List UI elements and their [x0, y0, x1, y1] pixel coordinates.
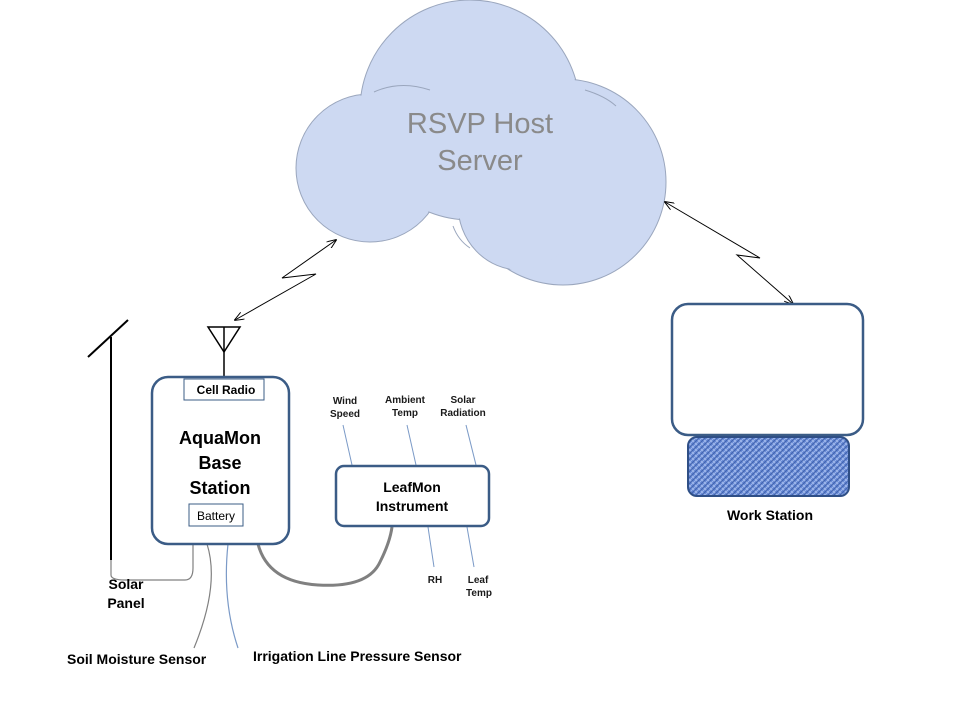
- cell-radio-label: Cell Radio: [197, 383, 256, 397]
- soil-moisture-cable: [193, 543, 212, 649]
- aquamon-base-station: Cell Radio AquaMon Base Station Battery: [150, 375, 291, 546]
- solar-panel-icon: [87, 319, 129, 560]
- rh-line: [427, 526, 435, 568]
- server-cloud: RSVP Host Server: [295, 0, 667, 286]
- base-station-title-line3: Station: [190, 478, 251, 498]
- soil-moisture-sensor-label: Soil Moisture Sensor: [67, 651, 207, 667]
- ambient-temp-label-line1: Ambient: [385, 395, 426, 406]
- leaf-temp-line: [466, 526, 475, 568]
- wind-speed-label-line1: Wind: [333, 396, 357, 407]
- solar-panel-cable: [110, 544, 194, 581]
- leafmon-instrument: LeafMon Instrument: [334, 464, 491, 528]
- wireless-link-server-to-workstation: [665, 202, 793, 304]
- leaf-temp-label-line1: Leaf: [468, 575, 489, 586]
- sensor-lines: [342, 424, 477, 568]
- keyboard-icon: [687, 436, 850, 497]
- leafmon-cable: [256, 526, 394, 587]
- monitor-screen: [670, 302, 865, 437]
- irrigation-sensor-label: Irrigation Line Pressure Sensor: [253, 648, 462, 664]
- work-station-label: Work Station: [727, 507, 813, 523]
- cell-radio-box: [183, 378, 265, 401]
- rh-label: RH: [428, 575, 442, 586]
- base-station-title-line2: Base: [198, 453, 241, 473]
- irrigation-cable: [225, 543, 239, 649]
- work-station: Work Station: [670, 302, 865, 523]
- ambient-temp-line: [406, 424, 417, 466]
- solar-panel-label-line1: Solar: [108, 576, 144, 592]
- ambient-temp-label-line2: Temp: [392, 408, 418, 419]
- leafmon-title-line1: LeafMon: [383, 479, 441, 495]
- leafmon-title-line2: Instrument: [376, 498, 449, 514]
- solar-panel-label-line2: Panel: [107, 595, 144, 611]
- solar-radiation-label-line1: Solar: [450, 395, 475, 406]
- battery-box: [188, 503, 244, 527]
- wind-speed-label-line2: Speed: [330, 409, 360, 420]
- server-title-line1: RSVP Host: [407, 108, 553, 140]
- solar-radiation-label-line2: Radiation: [440, 408, 486, 419]
- wireless-link-base-to-server: [235, 240, 336, 320]
- leaf-temp-label-line2: Temp: [466, 588, 492, 599]
- server-title-line2: Server: [437, 145, 523, 177]
- wind-speed-line: [342, 424, 353, 466]
- solar-radiation-line: [465, 424, 477, 466]
- base-station-title-line1: AquaMon: [179, 428, 261, 448]
- battery-label: Battery: [197, 509, 235, 523]
- antenna-icon: [206, 326, 242, 377]
